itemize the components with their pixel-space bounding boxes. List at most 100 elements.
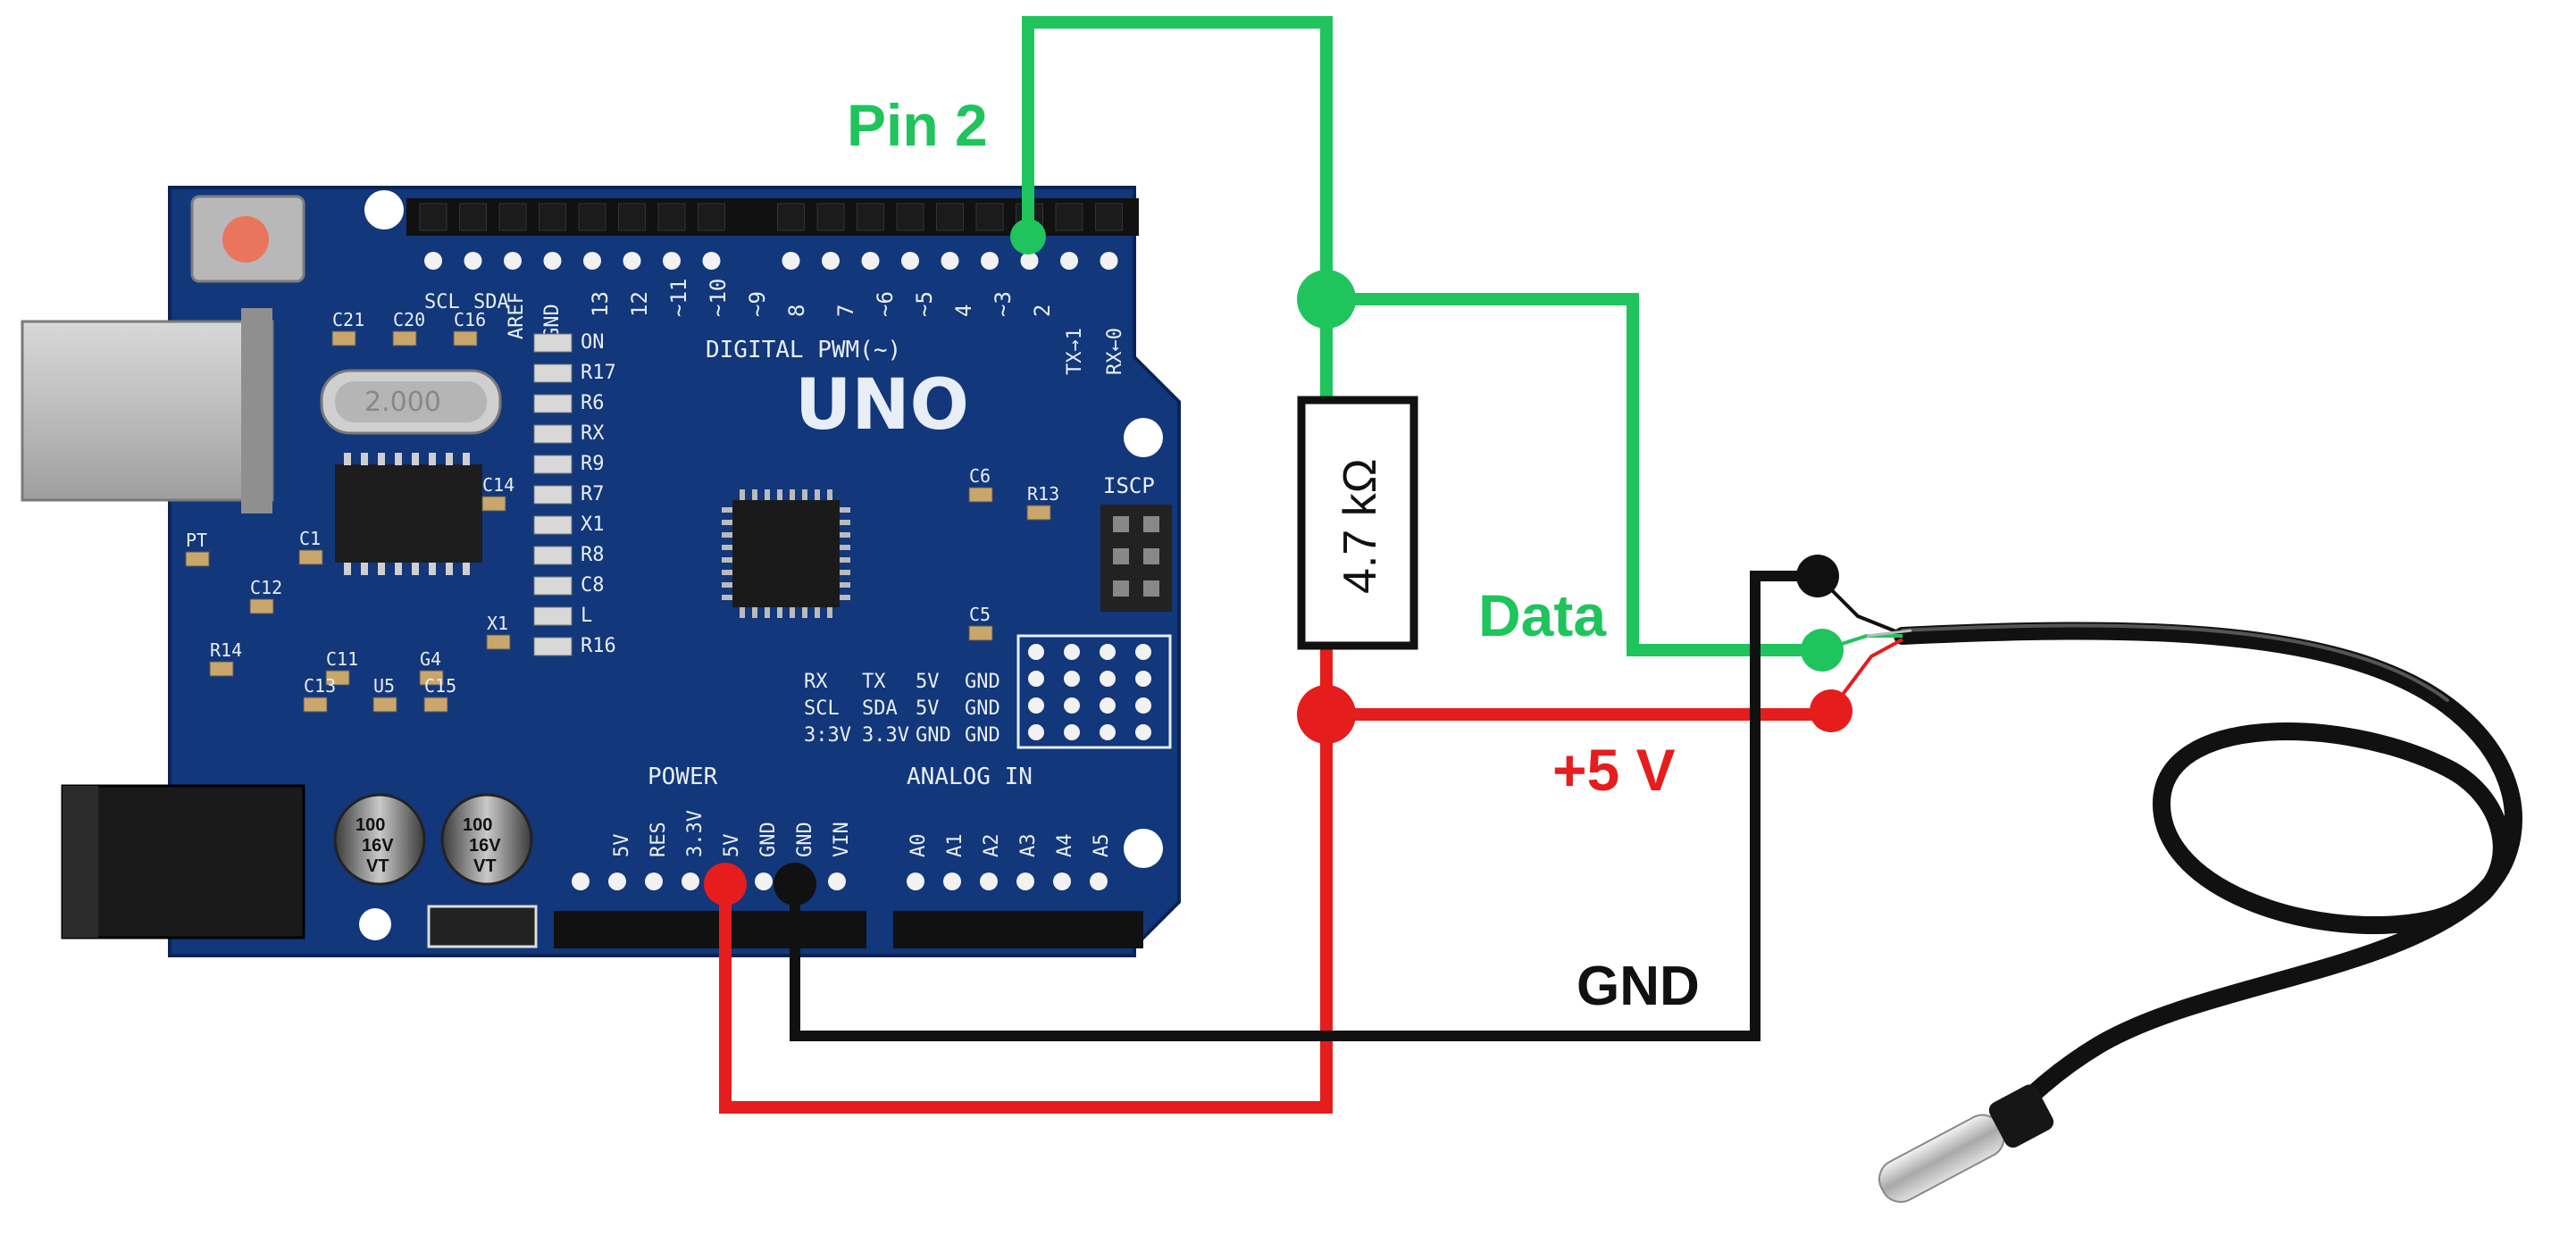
dc-power-jack: [61, 784, 305, 939]
analog-pin-hole: [980, 872, 998, 890]
led-component: [533, 455, 573, 474]
power-header-label: POWER: [648, 764, 718, 790]
power-pin-hole: [828, 872, 846, 890]
sensor-cable: [1894, 622, 2522, 1134]
icsp-pin: [1143, 580, 1159, 597]
capacitor-right: 100 16V VT: [440, 793, 533, 886]
digital-pin-label: ~11: [666, 279, 691, 317]
led-component: [533, 424, 573, 444]
io-table-cell: 3:3V: [804, 724, 851, 747]
digital-header-socket: [1095, 203, 1123, 231]
analog-pin-label: A4: [1054, 834, 1076, 858]
power-pin-hole: [608, 872, 626, 890]
tx-label: TX→1: [1064, 328, 1086, 375]
digital-header-socket: [657, 203, 686, 231]
analog-pin-hole: [943, 872, 961, 890]
crystal-label: 2.000: [364, 387, 441, 418]
smd-label: PT: [186, 530, 207, 551]
led-component: [533, 333, 573, 353]
sensor-lead-red: [1829, 638, 1903, 712]
digital-pin-label: 13: [588, 291, 613, 317]
power-pin-hole: [682, 872, 699, 890]
smd-label: C14: [482, 474, 514, 496]
analog-pin-hole: [907, 872, 924, 890]
digital-pin-label: 7: [833, 305, 858, 317]
digital-header-socket: [698, 203, 725, 231]
digital-pin-label: 12: [627, 291, 652, 317]
power-pin-label: 3.3V: [684, 810, 707, 857]
io-table-cell: TX: [862, 671, 886, 693]
power-junction-dot: [1297, 685, 1356, 744]
digital-pin-hole: [663, 252, 681, 270]
digital-pin-hole: [941, 252, 959, 270]
analog-header-label: ANALOG IN: [907, 764, 1033, 790]
digital-pin-label: ~10: [706, 279, 731, 317]
digital-pin-hole: [901, 252, 919, 270]
board-gnd-dot: [774, 863, 816, 906]
crystal-inner: [335, 381, 487, 422]
digital-header-socket: [459, 203, 487, 231]
icsp-header: [1100, 505, 1172, 612]
smd-label: C1: [299, 528, 321, 549]
led-label: ON: [581, 331, 605, 354]
digital-pin-label: 4: [951, 305, 976, 317]
led-label: R17: [581, 362, 616, 384]
smd-label: C6: [969, 465, 991, 487]
analog-header: [893, 911, 1143, 948]
io-table-hole: [1100, 724, 1116, 740]
digital-pin-row: [419, 203, 1123, 270]
digital-pin-hole: [822, 252, 840, 270]
data-wire-sensor: [1320, 293, 1828, 656]
digital-pin-label: 2: [1030, 305, 1055, 317]
digital-pin-hole: [1060, 252, 1078, 270]
io-table-hole: [1100, 697, 1116, 714]
analog-pin-label: A2: [981, 834, 1003, 858]
label-5v: +5 V: [1552, 737, 1676, 803]
io-table-cell: GND: [916, 724, 951, 747]
icsp-pin: [1113, 548, 1129, 564]
analog-pin-label: A5: [1091, 834, 1113, 858]
smd-label: R14: [210, 639, 242, 661]
smd-label: C12: [250, 577, 282, 598]
digital-header-socket: [975, 203, 1004, 231]
analog-pin-hole: [1090, 872, 1108, 890]
usb-connector: [21, 320, 274, 502]
smd-label: C15: [424, 675, 456, 697]
data-junction-dot: [1297, 270, 1356, 329]
sensor-ground-dot: [1796, 555, 1839, 597]
smd-label: G4: [420, 648, 441, 670]
io-table-hole: [1064, 724, 1080, 740]
power-wire-board: [719, 708, 1333, 1114]
sensor-data-dot: [1801, 629, 1844, 672]
led-component: [533, 576, 573, 596]
mount-hole: [359, 908, 391, 940]
led-label: RX: [581, 422, 605, 445]
led-label: C8: [581, 574, 605, 597]
digital-pin-hole: [583, 252, 601, 270]
digital-pin-label: ~3: [991, 291, 1016, 317]
digital-pin-hole: [1020, 252, 1039, 270]
digital-header-socket: [578, 203, 606, 231]
digital-pin-label: ~6: [873, 291, 898, 317]
led-label: L: [581, 605, 592, 627]
left-top-label: SDA: [473, 291, 509, 313]
digital-header-socket: [1055, 203, 1083, 231]
digital-pin-hole: [861, 252, 880, 270]
usb-connector-collar: [241, 308, 272, 513]
smd-part: [392, 330, 417, 346]
smd-part: [185, 551, 210, 567]
analog-pin-label: A0: [907, 834, 930, 858]
io-table-cell: SCL: [804, 697, 840, 720]
svg-text:100: 100: [463, 815, 492, 835]
sensor-lead-white: [1866, 629, 1912, 638]
smd-part: [372, 697, 397, 713]
power-pin-label: GND: [794, 822, 816, 857]
digital-pin-hole: [543, 252, 562, 270]
io-table-hole: [1028, 697, 1044, 714]
svg-text:VT: VT: [366, 856, 389, 876]
io-table-hole: [1135, 671, 1151, 687]
